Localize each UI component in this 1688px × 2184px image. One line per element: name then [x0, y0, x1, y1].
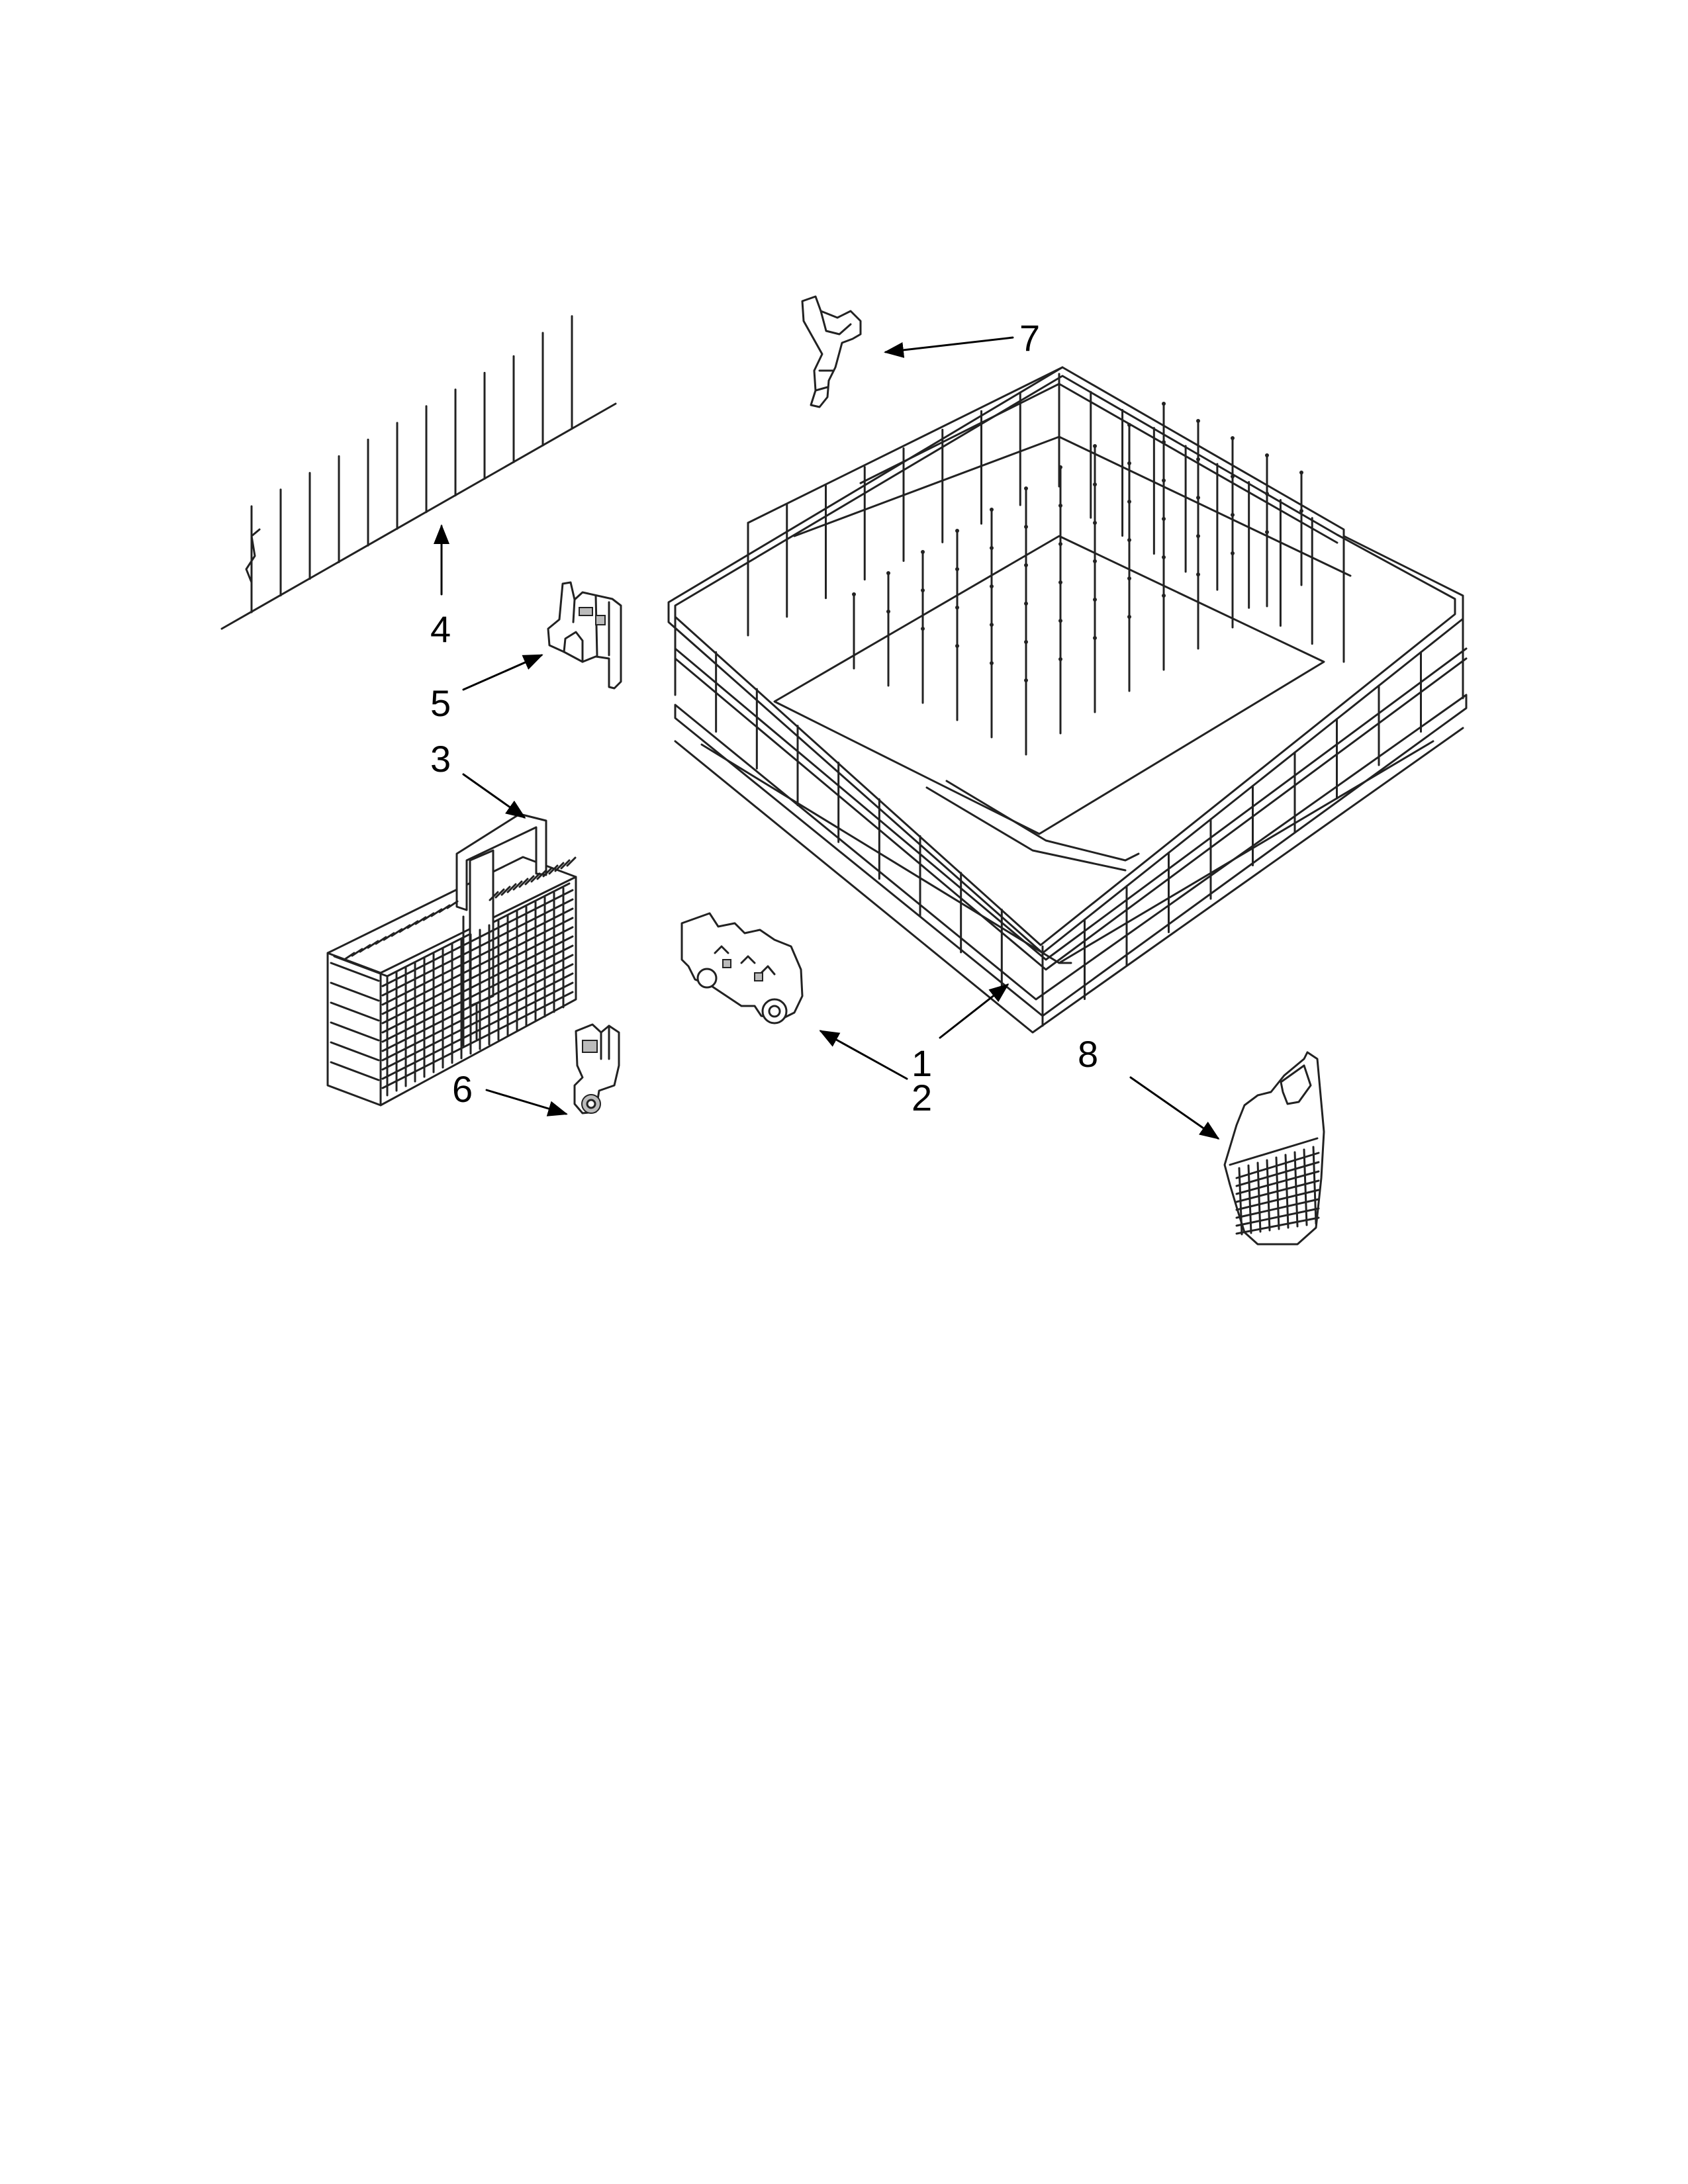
- wheel-part: [573, 1023, 620, 1115]
- leader-lines: [434, 336, 1220, 1140]
- callout-6: 6: [452, 1068, 473, 1110]
- callout-2: 2: [912, 1077, 932, 1118]
- rack-clip-part: [547, 581, 622, 690]
- leader-3: [462, 773, 526, 819]
- silverware-basket-part: [326, 813, 577, 1107]
- callout-labels: 1 2 3 4 5 6 7 8: [430, 317, 1098, 1118]
- small-basket-part: [1223, 1051, 1325, 1246]
- leader-5: [462, 654, 543, 691]
- callout-1: 1: [912, 1042, 932, 1084]
- tine-row-part: [220, 315, 617, 630]
- wheel-clip-part: [680, 912, 804, 1024]
- callout-8: 8: [1078, 1033, 1098, 1075]
- callout-3: 3: [430, 738, 451, 780]
- callout-5: 5: [430, 682, 451, 724]
- leader-8: [1129, 1076, 1220, 1140]
- callout-4: 4: [430, 608, 451, 650]
- callout-7: 7: [1019, 317, 1040, 359]
- upper-clip-part: [801, 295, 862, 408]
- dishrack-part: [667, 366, 1468, 1034]
- leader-7: [884, 336, 1014, 358]
- leader-6: [485, 1089, 568, 1116]
- leader-2: [819, 1030, 908, 1080]
- leader-1: [939, 983, 1009, 1039]
